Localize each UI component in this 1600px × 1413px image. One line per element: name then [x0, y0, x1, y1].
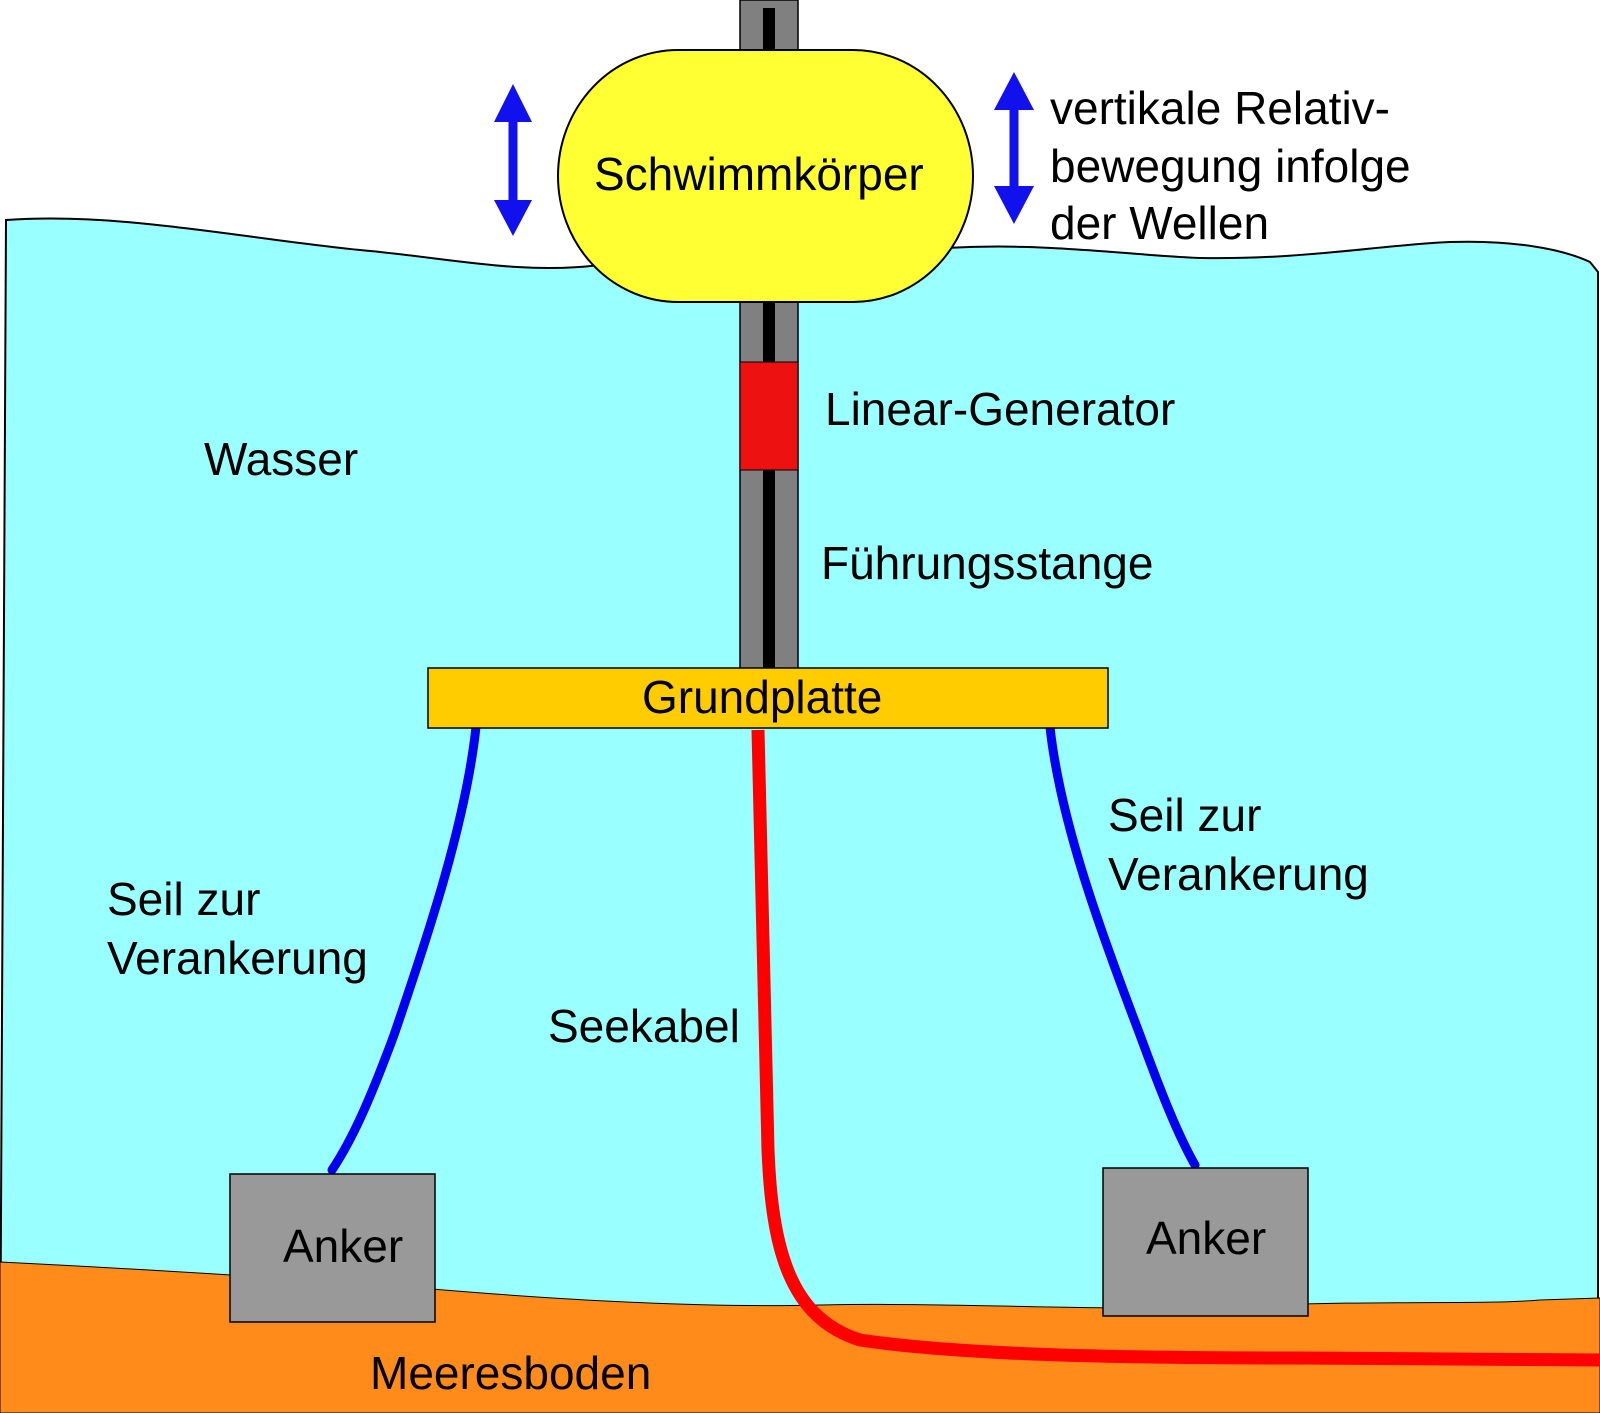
anchor-right-label: Anker [1146, 1212, 1267, 1264]
linear-generator [739, 361, 799, 471]
float-body [557, 49, 974, 303]
motion-label-line1: vertikale Relativ- [1050, 82, 1390, 134]
motion-label-line2: bewegung infolge [1050, 140, 1411, 192]
anchor-right [1102, 1167, 1309, 1317]
seabed-label: Meeresboden [370, 1347, 652, 1399]
base-plate-label: Grundplatte [642, 671, 883, 723]
generator-label: Linear-Generator [825, 383, 1176, 435]
anchor-rope-left [327, 722, 481, 1175]
rope-left-label-line2: Verankerung [107, 932, 368, 984]
anchor-left-label: Anker [283, 1220, 404, 1272]
anchor-left [229, 1173, 436, 1323]
motion-label-line3: der Wellen [1050, 197, 1270, 249]
sea-cable [751, 729, 1600, 1367]
anchor-rope-right [1045, 722, 1200, 1170]
water-label: Wasser [204, 433, 359, 485]
rope-left-label-line1: Seil zur [107, 873, 261, 925]
cable-label: Seekabel [548, 1000, 740, 1052]
rope-right-label-line2: Verankerung [1108, 848, 1369, 900]
base-plate [427, 667, 1109, 729]
motion-arrow-left [494, 84, 532, 236]
motion-arrow-right [994, 72, 1034, 224]
guide-rod-label: Führungsstange [821, 537, 1154, 589]
float-label: Schwimmkörper [594, 148, 924, 200]
rope-right-label-line1: Seil zur [1108, 789, 1262, 841]
